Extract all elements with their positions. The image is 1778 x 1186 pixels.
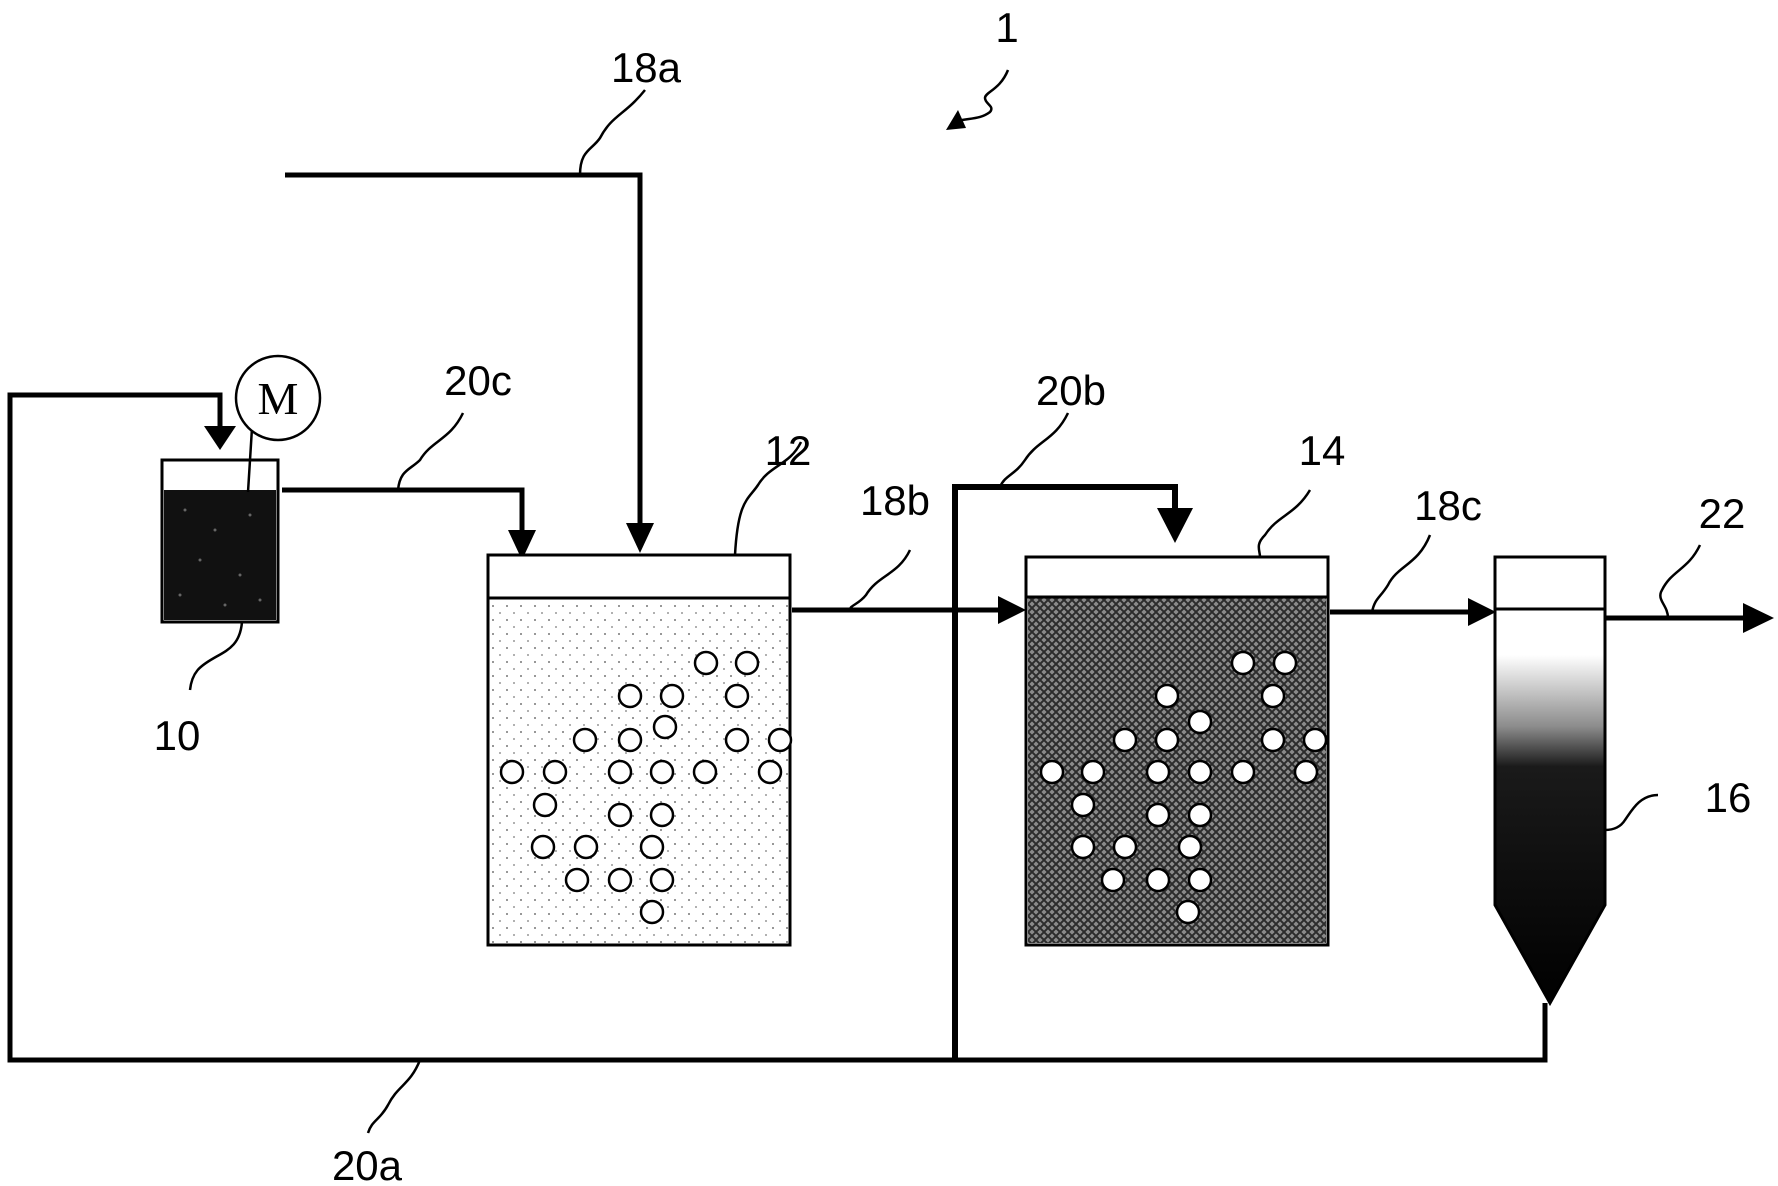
bubble — [1154, 683, 1180, 709]
bubble — [530, 834, 556, 860]
leader-lines — [188, 89, 1702, 1134]
bubble — [1230, 759, 1256, 785]
label-10: 10 — [154, 712, 201, 759]
bubble — [607, 802, 633, 828]
label-12: 12 — [765, 427, 812, 474]
bubble — [1100, 867, 1126, 893]
settler-16 — [1493, 555, 1607, 1007]
bubble — [532, 792, 558, 818]
bubble — [1272, 650, 1298, 676]
label-18b: 18b — [860, 477, 930, 524]
bubble — [1260, 727, 1286, 753]
bubble — [693, 650, 719, 676]
bubble — [649, 867, 675, 893]
tank-14 — [1024, 555, 1330, 947]
bubble — [607, 759, 633, 785]
bubble — [1070, 834, 1096, 860]
bubble — [573, 834, 599, 860]
bubble — [757, 759, 783, 785]
bubble — [734, 650, 760, 676]
bubble — [639, 834, 665, 860]
bubble — [767, 727, 793, 753]
label-18c: 18c — [1414, 482, 1482, 529]
bubble — [499, 759, 525, 785]
bubble — [1112, 727, 1138, 753]
bubble — [639, 899, 665, 925]
bubble — [1112, 834, 1138, 860]
recycle-line-20b — [952, 484, 1193, 1060]
bubble — [1177, 834, 1203, 860]
bubble — [1039, 759, 1065, 785]
bubble — [659, 683, 685, 709]
label-system-1: 1 — [995, 4, 1018, 51]
dosing-line-20c — [282, 487, 536, 560]
label-20b: 20b — [1036, 367, 1106, 414]
label-18a: 18a — [611, 44, 682, 91]
motor-m: M — [234, 354, 322, 493]
bubble — [724, 683, 750, 709]
bubble — [649, 802, 675, 828]
bubble — [692, 759, 718, 785]
bubble — [607, 867, 633, 893]
label-22: 22 — [1699, 490, 1746, 537]
label-20a: 20a — [332, 1142, 403, 1186]
bubbles-tank-12 — [499, 650, 793, 925]
outlet-line-22 — [1605, 603, 1774, 633]
bubble — [1145, 867, 1171, 893]
label-14: 14 — [1299, 427, 1346, 474]
bubble — [1293, 759, 1319, 785]
bubble — [617, 683, 643, 709]
system-pointer-arrow — [946, 69, 1010, 130]
transfer-line-18b — [792, 596, 1026, 624]
mixer-tank-10 — [160, 458, 280, 624]
bubble — [1187, 709, 1213, 735]
label-20c: 20c — [444, 357, 512, 404]
bubble — [1230, 650, 1256, 676]
bubble — [1080, 759, 1106, 785]
bubble — [649, 759, 675, 785]
bubble — [1145, 759, 1171, 785]
recycle-line-20a — [7, 392, 1548, 1063]
bubble — [1302, 727, 1328, 753]
bubble — [617, 727, 643, 753]
bubble — [724, 727, 750, 753]
feed-line-18a — [285, 172, 654, 553]
bubble — [1260, 683, 1286, 709]
bubble — [1145, 802, 1171, 828]
tank-12 — [486, 553, 793, 947]
bubble — [564, 867, 590, 893]
bubble — [1187, 759, 1213, 785]
bubble — [572, 727, 598, 753]
bubble — [1154, 727, 1180, 753]
bubble — [652, 714, 678, 740]
bubble — [542, 759, 568, 785]
label-16: 16 — [1705, 774, 1752, 821]
motor-label: M — [258, 373, 299, 424]
bubble — [1070, 792, 1096, 818]
bubble — [1187, 867, 1213, 893]
bubble — [1187, 802, 1213, 828]
transfer-line-18c — [1330, 598, 1496, 626]
bubble — [1175, 899, 1201, 925]
bubbles-tank-14 — [1039, 650, 1328, 925]
